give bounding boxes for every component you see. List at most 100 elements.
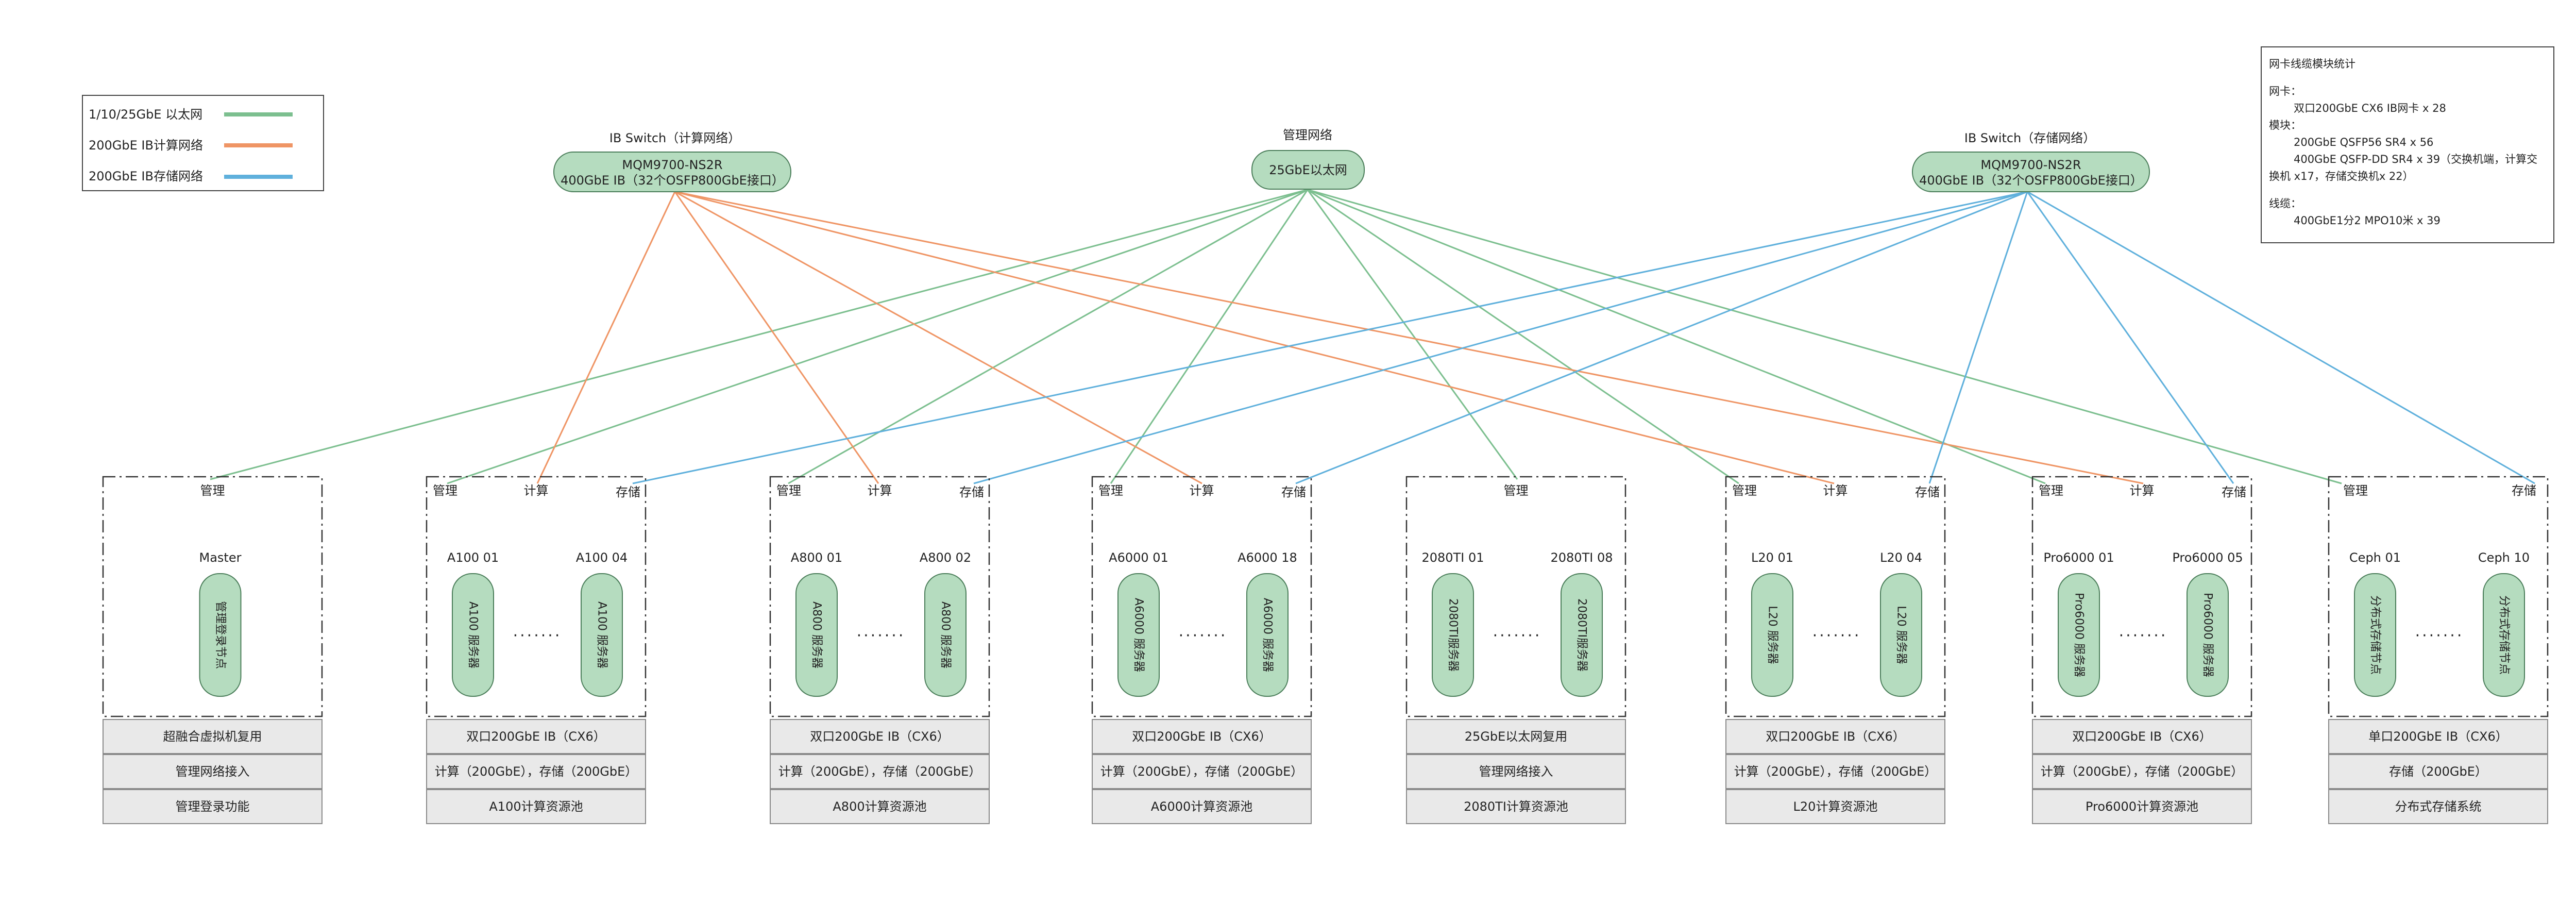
info-row <box>1092 719 1312 754</box>
info-row <box>426 754 646 789</box>
node-label-first: 2080TI 01 <box>1422 550 1484 565</box>
legend-ib-compute-label: 200GbE IB计算网络 <box>89 138 203 153</box>
info-row-text: 双口200GbE IB（CX6） <box>466 729 605 744</box>
legend-ethernet-label: 1/10/25GbE 以太网 <box>89 107 202 122</box>
info-row-text: 单口200GbE IB（CX6） <box>2368 729 2507 744</box>
port-label-storage: 存储 <box>2512 483 2536 498</box>
ellipsis-dots: ······· <box>1812 627 1861 645</box>
node-label-first: A6000 01 <box>1109 550 1168 565</box>
port-label-storage: 存储 <box>2222 485 2246 499</box>
info-row-text: 双口200GbE IB（CX6） <box>2072 729 2211 744</box>
node-label-last: Ceph 10 <box>2478 550 2530 565</box>
node-label-first: L20 01 <box>1751 550 1793 565</box>
compute-switch-spec: 400GbE IB（32个OSFP800GbE接口） <box>561 173 784 188</box>
server-pill-last-label: L20 服务器 <box>1895 606 1908 664</box>
port-label-storage: 存储 <box>1915 485 1940 499</box>
info-row-text: A100计算资源池 <box>489 799 583 814</box>
info-row <box>1406 754 1626 789</box>
port-label-mgmt: 管理 <box>433 483 457 498</box>
switches: IB Switch（计算网络） MQM9700-NS2R 400GbE IB（3… <box>553 128 2150 192</box>
port-label-compute: 计算 <box>2130 483 2155 498</box>
port-label-compute: 计算 <box>1190 483 1214 498</box>
eth-link-pro6000 <box>1307 189 2046 484</box>
server-pill-last <box>1561 573 1603 697</box>
stats-module-1: 200GbE QSFP56 SR4 x 56 <box>2294 136 2434 148</box>
info-row-text: 25GbE以太网复用 <box>1465 729 1568 744</box>
port-label-mgmt: 管理 <box>1504 483 1529 498</box>
server-pill-first <box>452 573 494 697</box>
server-pill-first-label: A800 服务器 <box>810 601 823 668</box>
storage-switch-spec: 400GbE IB（32个OSFP800GbE接口） <box>1919 173 2143 188</box>
ib-storage-link-a800 <box>973 191 2028 484</box>
server-pill-last <box>581 573 623 697</box>
info-row-text: 计算（200GbE），存储（200GbE） <box>435 764 638 779</box>
server-pill-last-label: 2080TI服务器 <box>1575 598 1588 672</box>
server-pill-label: 管理登录节点 <box>214 601 227 669</box>
server-pill-last <box>2483 573 2525 697</box>
port-label-mgmt: 管理 <box>2343 483 2368 498</box>
info-row <box>2032 719 2252 754</box>
info-row <box>1092 754 1312 789</box>
connection-lines <box>210 189 2535 484</box>
stats-module-label: 模块： <box>2269 119 2301 131</box>
port-label-mgmt: 管理 <box>2039 483 2063 498</box>
stats-cable-label: 线缆： <box>2269 197 2301 210</box>
info-row <box>426 719 646 754</box>
node-label-last: A800 02 <box>920 550 971 565</box>
server-pill-first-label: 2080TI服务器 <box>1447 598 1460 672</box>
server-pill-last-label: 分布式存储节点 <box>2498 595 2511 675</box>
info-row <box>1406 719 1626 754</box>
info-row <box>770 719 990 754</box>
eth-link-a100 <box>447 189 1308 484</box>
node-label: Master <box>199 550 242 565</box>
info-row-text: 管理网络接入 <box>176 764 250 779</box>
compute-switch <box>553 152 791 192</box>
info-row-text: 计算（200GbE），存储（200GbE） <box>1734 764 1937 779</box>
server-pill-last-label: Pro6000 服务器 <box>2201 593 2214 677</box>
info-row-text: A800计算资源池 <box>833 799 926 814</box>
server-pill-last-label: A800 服务器 <box>939 601 952 668</box>
node-label-first: Ceph 01 <box>2349 550 2401 565</box>
stats-cable-1: 400GbE1分2 MPO10米 x 39 <box>2294 214 2441 227</box>
group-boundary <box>1405 476 1626 717</box>
info-row <box>1725 789 1945 824</box>
ib-storage-link-pro6000 <box>2026 191 2234 484</box>
eth-link-a800 <box>788 189 1308 484</box>
server-pill-first <box>2354 573 2396 697</box>
info-row <box>103 719 323 754</box>
info-row <box>770 789 990 824</box>
storage-switch <box>1912 152 2150 192</box>
ellipsis-dots: ······· <box>513 627 562 645</box>
eth-link-a6000 <box>1110 189 1309 484</box>
node-label-last: Pro6000 05 <box>2172 550 2243 565</box>
info-row-text: 2080TI计算资源池 <box>1464 799 1568 814</box>
ellipsis-dots: ······· <box>1493 627 1542 645</box>
info-row <box>2032 754 2252 789</box>
node-label-first: A100 01 <box>447 550 499 565</box>
port-label-mgmt: 管理 <box>1098 483 1123 498</box>
storage-switch-title: IB Switch（存储网络） <box>1964 131 2096 145</box>
info-row-text: 双口200GbE IB（CX6） <box>1132 729 1271 744</box>
info-row <box>1725 754 1945 789</box>
server-pill-first <box>2058 573 2100 697</box>
node-label-last: A100 04 <box>576 550 628 565</box>
server-pill-last-label: A6000 服务器 <box>1261 598 1274 672</box>
info-row <box>103 789 323 824</box>
eth-link-2080 <box>1307 189 1518 480</box>
server-pill-first-label: Pro6000 服务器 <box>2073 593 2086 677</box>
ellipsis-dots: ······· <box>857 627 906 645</box>
info-row <box>1725 719 1945 754</box>
group-boundary <box>769 476 990 717</box>
info-row-text: 超融合虚拟机复用 <box>163 729 262 744</box>
info-row-text: 计算（200GbE），存储（200GbE） <box>2041 764 2244 779</box>
group-boundary <box>102 476 323 717</box>
server-pill-first-label: L20 服务器 <box>1766 606 1779 664</box>
info-row-text: 管理登录功能 <box>176 799 250 814</box>
